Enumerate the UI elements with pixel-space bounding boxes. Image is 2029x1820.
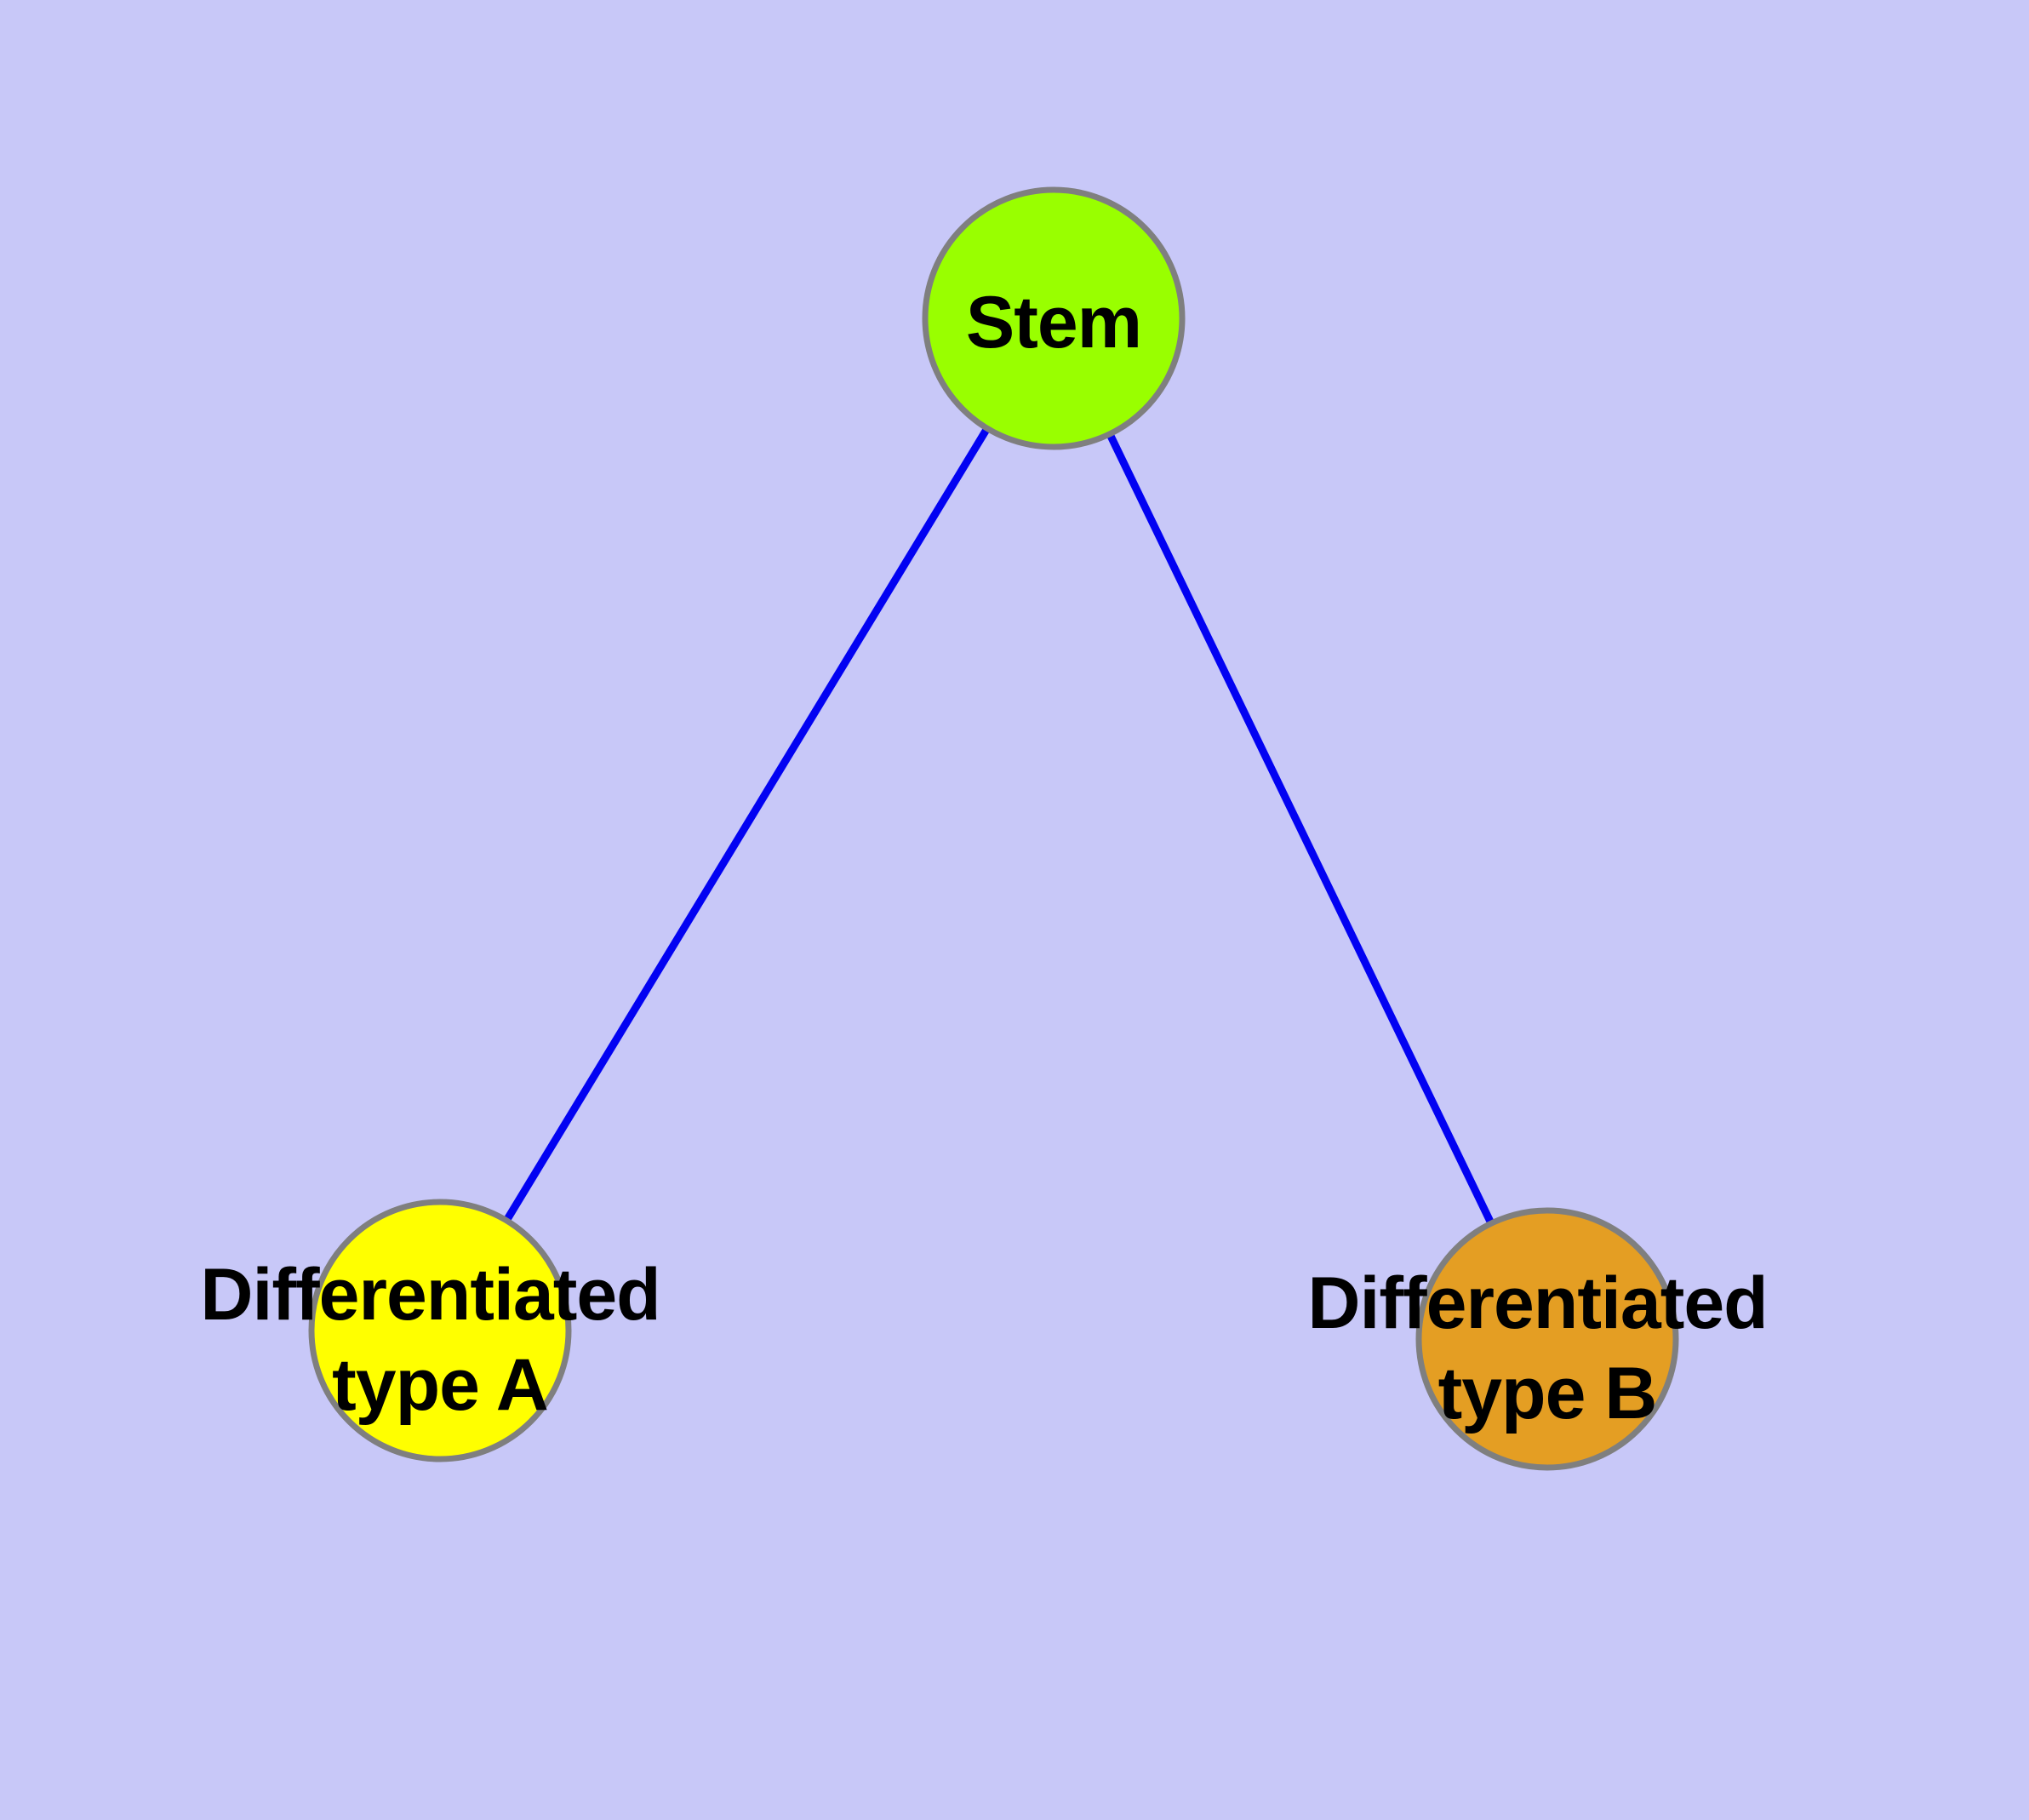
node-differentiated-type-a: Differentiated type A <box>200 1199 679 1462</box>
node-typeA-label-line2: type A <box>332 1344 548 1426</box>
node-typeB-circle <box>1415 1207 1679 1471</box>
node-typeA-circle <box>308 1199 572 1462</box>
node-stem-label: Stem <box>966 282 1141 363</box>
node-differentiated-type-b: Differentiated type B <box>1307 1207 1786 1471</box>
node-typeB-label: Differentiated type B <box>1307 1262 1786 1434</box>
node-typeA-label-line1: Differentiated <box>200 1254 660 1336</box>
node-stem-circle <box>922 186 1186 450</box>
node-typeA-label: Differentiated type A <box>200 1254 679 1426</box>
edge-stem-to-typeB <box>1106 432 1495 1225</box>
node-typeB-label-line2: type B <box>1438 1353 1657 1434</box>
node-stem: Stem <box>922 186 1186 450</box>
node-typeB-label-line1: Differentiated <box>1307 1262 1767 1344</box>
edge-stem-to-typeA <box>503 426 991 1223</box>
